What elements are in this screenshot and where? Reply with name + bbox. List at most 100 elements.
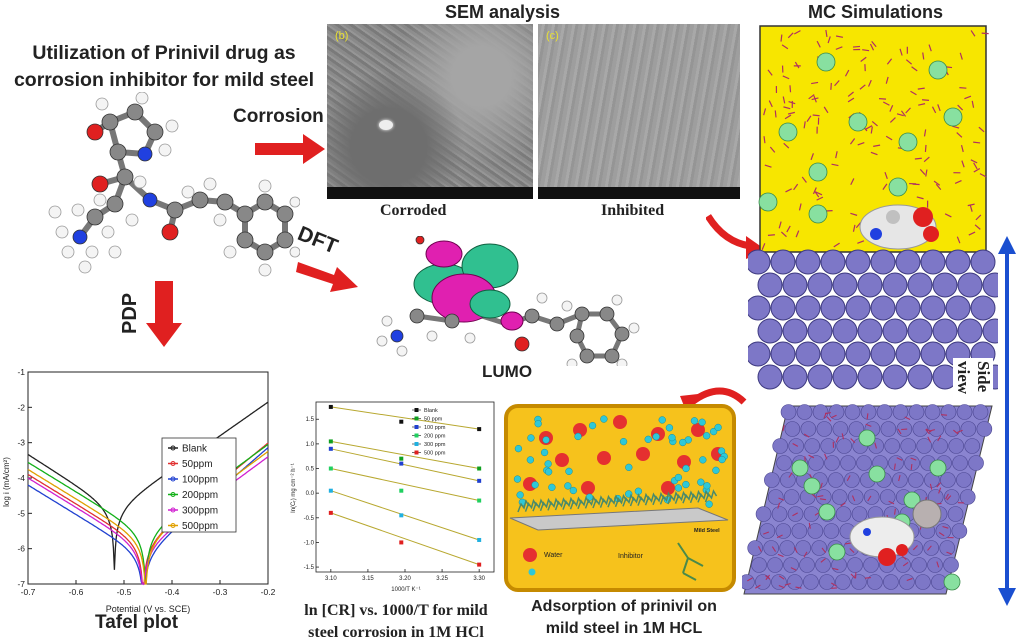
surface-atom	[851, 506, 868, 522]
chloride-dot	[703, 482, 711, 490]
water-molecule	[820, 482, 823, 489]
water-molecule	[763, 136, 766, 144]
water-molecule	[831, 163, 839, 167]
arrhenius-xtick-label: 3.20	[399, 576, 411, 582]
water-molecule	[771, 546, 777, 552]
tafel-ytick-label: -3	[17, 438, 25, 448]
water-molecule	[885, 76, 889, 84]
chloride-dot	[714, 423, 722, 432]
tafel-plot-area	[27, 371, 269, 585]
water-molecule	[916, 196, 924, 200]
iron-atom	[920, 341, 946, 367]
iron-atom	[845, 295, 871, 321]
iron-atom	[782, 272, 808, 298]
tafel-legend-label: Blank	[182, 444, 208, 455]
surface-atom	[803, 574, 819, 590]
water-molecule	[780, 231, 787, 238]
water-molecule	[747, 577, 753, 582]
water-molecule	[954, 180, 962, 184]
surface-atom	[883, 574, 899, 590]
water-molecule	[889, 104, 894, 112]
arrhenius-fit-line	[330, 512, 480, 566]
adsorbed-inhibitor-molecule	[637, 492, 650, 506]
surface-atom	[840, 455, 856, 471]
water-dot	[597, 451, 611, 465]
water-molecule	[886, 58, 893, 65]
water-molecule	[835, 35, 844, 38]
iron-atom	[882, 272, 908, 298]
surface-atom	[828, 404, 845, 420]
water-molecule	[835, 46, 843, 50]
adsorbed-inhibitor-molecule	[547, 497, 560, 511]
water-molecule	[917, 87, 925, 90]
water-dot	[581, 481, 595, 495]
sem-label-b: (b)	[335, 30, 349, 42]
water-molecule	[961, 160, 965, 168]
iron-atom	[982, 272, 998, 298]
water-molecule	[768, 100, 773, 108]
water-molecule	[885, 135, 893, 141]
top-view-inhibitor	[849, 499, 942, 566]
water-molecule	[969, 204, 973, 212]
surface-atom	[799, 557, 815, 573]
water-molecule	[979, 173, 987, 178]
iron-atom	[970, 295, 996, 321]
water-molecule	[967, 203, 975, 207]
water-molecule	[754, 584, 761, 589]
water-molecule	[973, 141, 981, 144]
chloride-dot	[542, 436, 550, 444]
corrosion-arrow	[255, 134, 325, 164]
water-molecule	[763, 531, 770, 535]
water-molecule	[798, 203, 802, 211]
water-molecule	[793, 183, 799, 191]
water-molecule	[956, 132, 963, 138]
adsorbed-inhibitor-molecule	[697, 489, 710, 503]
water-molecule	[814, 190, 820, 198]
adsorbed-inhibitor-molecule	[674, 490, 688, 504]
chloride-ion	[808, 204, 828, 224]
water-molecule	[769, 146, 776, 153]
water-molecule	[851, 495, 856, 502]
iron-atom	[857, 364, 883, 390]
water-molecule	[944, 213, 952, 218]
main-title: Utilization of Prinivil drug as corrosio…	[4, 40, 324, 94]
chloride-dot	[668, 433, 676, 442]
chloride-ion	[818, 503, 836, 521]
water-molecule	[956, 429, 963, 434]
mild-steel-label: Mild Steel	[694, 528, 720, 534]
water-molecule	[912, 545, 918, 551]
water-molecule	[778, 497, 785, 501]
chloride-dot	[574, 432, 582, 441]
water-molecule	[767, 69, 773, 76]
arrhenius-data-point	[399, 488, 404, 493]
iron-atom	[807, 272, 833, 298]
water-molecule	[873, 144, 881, 147]
water-molecule	[894, 508, 896, 515]
chloride-dot	[588, 421, 597, 430]
water-molecule	[981, 32, 989, 35]
arrhenius-ytick-label: 1.5	[306, 417, 315, 423]
surface-atom	[939, 540, 956, 556]
iron-atom	[748, 249, 771, 275]
iron-atom	[870, 249, 896, 275]
chloride-dot	[665, 424, 674, 432]
surface-atom	[900, 438, 916, 454]
water-dot	[555, 453, 569, 467]
surface-atom	[951, 523, 968, 539]
surface-atom	[935, 523, 952, 539]
chloride-dot	[644, 435, 652, 443]
iron-atom	[782, 364, 808, 390]
surface-atom	[820, 438, 836, 454]
chloride-dot	[548, 483, 556, 491]
surface-atom	[844, 472, 860, 488]
water-molecule	[808, 522, 811, 529]
water-dot	[613, 415, 627, 429]
surface-atom	[932, 438, 948, 454]
water-molecule	[959, 87, 967, 89]
arrhenius-data-point	[399, 456, 404, 461]
water-dot	[661, 481, 675, 495]
water-molecule	[867, 495, 872, 502]
surface-atom	[804, 438, 820, 454]
inhibitor-label: Inhibitor	[618, 553, 644, 560]
water-molecule	[761, 243, 766, 251]
